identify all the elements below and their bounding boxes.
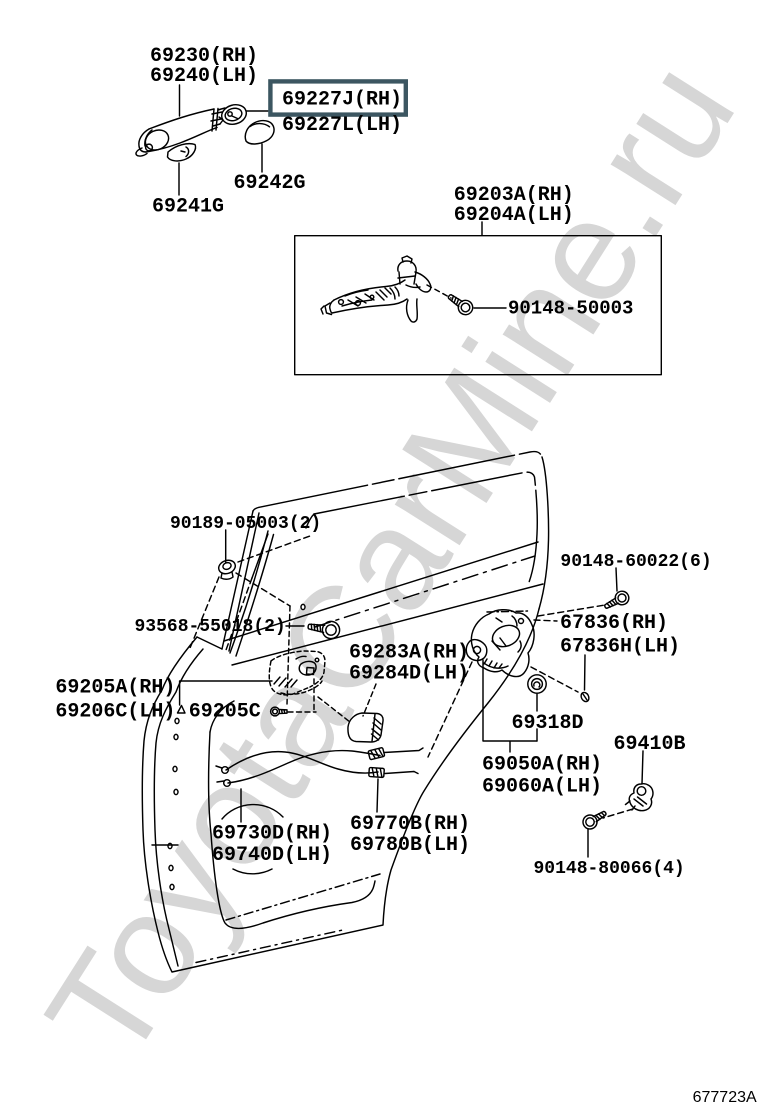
svg-text:90148-50003: 90148-50003 bbox=[508, 297, 633, 319]
svg-text:90148-60022(6): 90148-60022(6) bbox=[560, 552, 711, 572]
svg-text:69204A(LH): 69204A(LH) bbox=[454, 204, 574, 227]
svg-text:69206C(LH): 69206C(LH) bbox=[55, 701, 175, 724]
svg-text:69740D(LH): 69740D(LH) bbox=[212, 844, 332, 867]
svg-text:69203A(RH): 69203A(RH) bbox=[454, 184, 574, 207]
svg-text:69227L(LH): 69227L(LH) bbox=[282, 114, 402, 137]
svg-text:69205C: 69205C bbox=[189, 701, 261, 724]
svg-text:67836H(LH): 67836H(LH) bbox=[560, 635, 680, 658]
svg-text:69410B: 69410B bbox=[614, 733, 686, 756]
svg-text:90189-05003(2): 90189-05003(2) bbox=[170, 514, 321, 534]
svg-text:69060A(LH): 69060A(LH) bbox=[482, 776, 602, 799]
svg-text:69730D(RH): 69730D(RH) bbox=[212, 823, 332, 846]
svg-text:90148-80066(4): 90148-80066(4) bbox=[534, 859, 685, 879]
svg-text:69770B(RH): 69770B(RH) bbox=[350, 813, 470, 836]
svg-text:69241G: 69241G bbox=[152, 196, 224, 219]
svg-text:69205A(RH): 69205A(RH) bbox=[55, 677, 175, 700]
svg-text:69780B(LH): 69780B(LH) bbox=[350, 834, 470, 857]
svg-text:69227J(RH): 69227J(RH) bbox=[282, 88, 402, 111]
svg-text:69240(LH): 69240(LH) bbox=[150, 65, 258, 88]
svg-text:67836(RH): 67836(RH) bbox=[560, 612, 668, 635]
svg-text:69050A(RH): 69050A(RH) bbox=[482, 753, 602, 776]
svg-text:677723A: 677723A bbox=[693, 1089, 757, 1106]
svg-text:69230(RH): 69230(RH) bbox=[150, 45, 258, 68]
svg-text:69283A(RH): 69283A(RH) bbox=[349, 641, 469, 664]
svg-text:69284D(LH): 69284D(LH) bbox=[349, 663, 469, 686]
svg-text:69318D: 69318D bbox=[512, 712, 584, 735]
svg-text:69242G: 69242G bbox=[234, 172, 306, 195]
svg-text:93568-55018(2): 93568-55018(2) bbox=[135, 617, 286, 637]
